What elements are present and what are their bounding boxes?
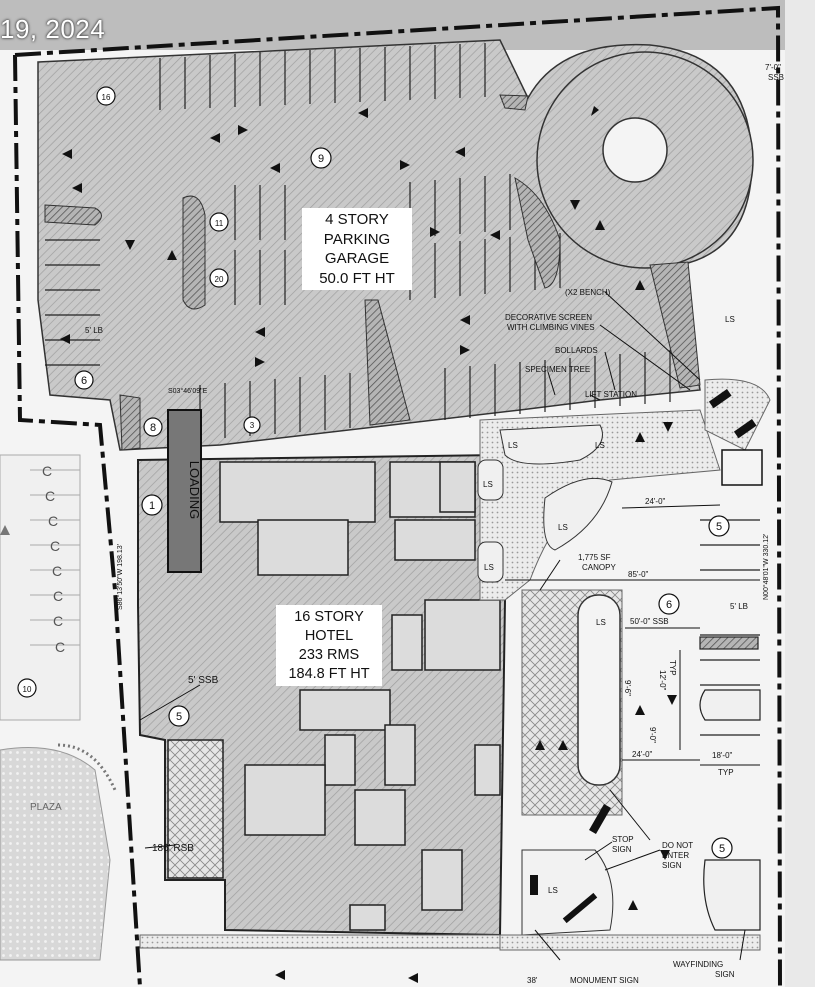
ls-label-8: LS — [508, 441, 518, 450]
leader-lines — [144, 291, 746, 961]
ls-label-1: LS — [483, 480, 493, 489]
note-bollards: BOLLARDS — [555, 346, 598, 355]
svg-text:C: C — [55, 639, 65, 655]
svg-text:C: C — [48, 513, 58, 529]
marker-5-a: 5 — [716, 521, 722, 533]
svg-text:C: C — [50, 538, 60, 554]
dim-5-lb: 5' LB — [730, 602, 748, 611]
svg-text:C: C — [45, 488, 55, 504]
note-ssb-top-2: SSB — [768, 73, 784, 82]
note-screen-2: WITH CLIMBING VINES — [507, 323, 595, 332]
parking-stalls — [45, 43, 671, 440]
property-boundary — [13, 5, 782, 987]
note-lift-station: LIFT STATION — [585, 390, 637, 399]
ls-label-5: LS — [725, 315, 735, 324]
note-specimen-tree: SPECIMEN TREE — [525, 365, 590, 374]
note-dne-1: DO NOT — [662, 841, 693, 850]
ls-label-7: LS — [548, 886, 558, 895]
note-dne-3: SIGN — [662, 861, 682, 870]
dim-38: 38' — [527, 976, 538, 985]
svg-text:C: C — [53, 613, 63, 629]
loading-dock — [167, 409, 202, 573]
plaza-label: PLAZA — [30, 802, 62, 813]
hotel-line-4: 184.8 FT HT — [288, 665, 370, 682]
note-5-ssb: 5' SSB — [188, 675, 219, 686]
marker-6-b: 6 — [81, 375, 87, 387]
dim-9: 9'-0" — [648, 727, 657, 743]
garage-line-3: GARAGE — [324, 250, 390, 267]
note-monument: MONUMENT SIGN — [570, 976, 639, 985]
marker-1: 1 — [149, 500, 155, 512]
dim-12: 12'-0" — [658, 670, 667, 691]
marker-20: 20 — [215, 275, 224, 284]
svg-text:C: C — [42, 463, 52, 479]
note-stop-1: STOP — [612, 835, 634, 844]
note-ssb-top: 7'-0" — [765, 63, 781, 72]
note-5-lb: 5' LB — [85, 326, 103, 335]
note-dne-2: ENTER — [662, 851, 689, 860]
marker-5-c: 5 — [719, 843, 725, 855]
dim-24: 24'-0" — [645, 497, 666, 506]
hotel-line-3: 233 RMS — [298, 646, 360, 663]
marker-16: 16 — [102, 93, 111, 102]
note-canopy-area: 1,775 SF — [578, 553, 611, 562]
marker-3: 3 — [250, 421, 255, 430]
note-canopy: CANOPY — [582, 563, 616, 572]
svg-text:C: C — [53, 588, 63, 604]
ls-label-6: LS — [596, 618, 606, 627]
ls-label-4: LS — [595, 441, 605, 450]
garage-line-2: PARKING — [323, 230, 391, 248]
note-screen-1: DECORATIVE SCREEN — [505, 313, 592, 322]
compact-stall-labels: C C C C C C C C — [42, 463, 65, 655]
loading-label: LOADING — [187, 461, 202, 520]
dim-85: 85'-0" — [628, 570, 649, 579]
garage-line-1: 4 STORY — [325, 211, 389, 228]
dim-typ: TYP — [668, 660, 677, 676]
note-bench: (X2 BENCH) — [565, 288, 611, 297]
dim-18: 18'-0" — [712, 751, 733, 760]
date-stamp: 19, 2024 — [0, 14, 106, 44]
ls-label-3: LS — [558, 523, 568, 532]
garage-line-4: 50.0 FT HT — [319, 269, 395, 287]
hotel-line-1: 16 STORY — [294, 609, 364, 625]
hotel-interior-walls — [167, 461, 501, 931]
bearing-left: S86°13'50"W 198.13' — [116, 544, 124, 610]
bearing-right: N00°48'01"W 330.12' — [762, 534, 770, 600]
adjacent-parking — [0, 454, 81, 721]
dim-typ-2: TYP — [718, 768, 734, 777]
keynote-markers — [17, 86, 733, 859]
note-wayfinding-2: SIGN — [715, 970, 735, 979]
marker-10: 10 — [23, 685, 32, 694]
marker-6-a: 6 — [666, 599, 672, 611]
dim-24-b: 24'-0" — [632, 750, 653, 759]
note-186-rsb: 186' RSB — [152, 843, 194, 854]
note-stop-2: SIGN — [612, 845, 632, 854]
hotel-label: 16 STORY HOTEL 233 RMS 184.8 FT HT — [276, 605, 382, 687]
marker-11: 11 — [215, 219, 224, 228]
plaza-area — [0, 747, 111, 961]
garage-islands — [44, 94, 701, 451]
parking-garage-label: 4 STORY PARKING GARAGE 50.0 FT HT — [302, 208, 412, 290]
svg-text:C: C — [52, 563, 62, 579]
marker-8: 8 — [150, 422, 156, 434]
dim-9-6: 9'-6" — [623, 680, 632, 696]
dimension-lines — [139, 504, 760, 766]
dim-50-ssb: 50'-0" SSB — [630, 617, 669, 626]
hotel-line-2: HOTEL — [304, 627, 354, 644]
site-furniture — [530, 389, 763, 924]
ls-label-2: LS — [484, 563, 494, 572]
marker-5-b: 5 — [176, 711, 182, 723]
traffic-arrows — [0, 106, 677, 983]
note-wayfinding-1: WAYFINDING — [673, 960, 723, 969]
bearing-mid: S03°46'09"E — [168, 387, 208, 395]
marker-9: 9 — [318, 153, 324, 165]
